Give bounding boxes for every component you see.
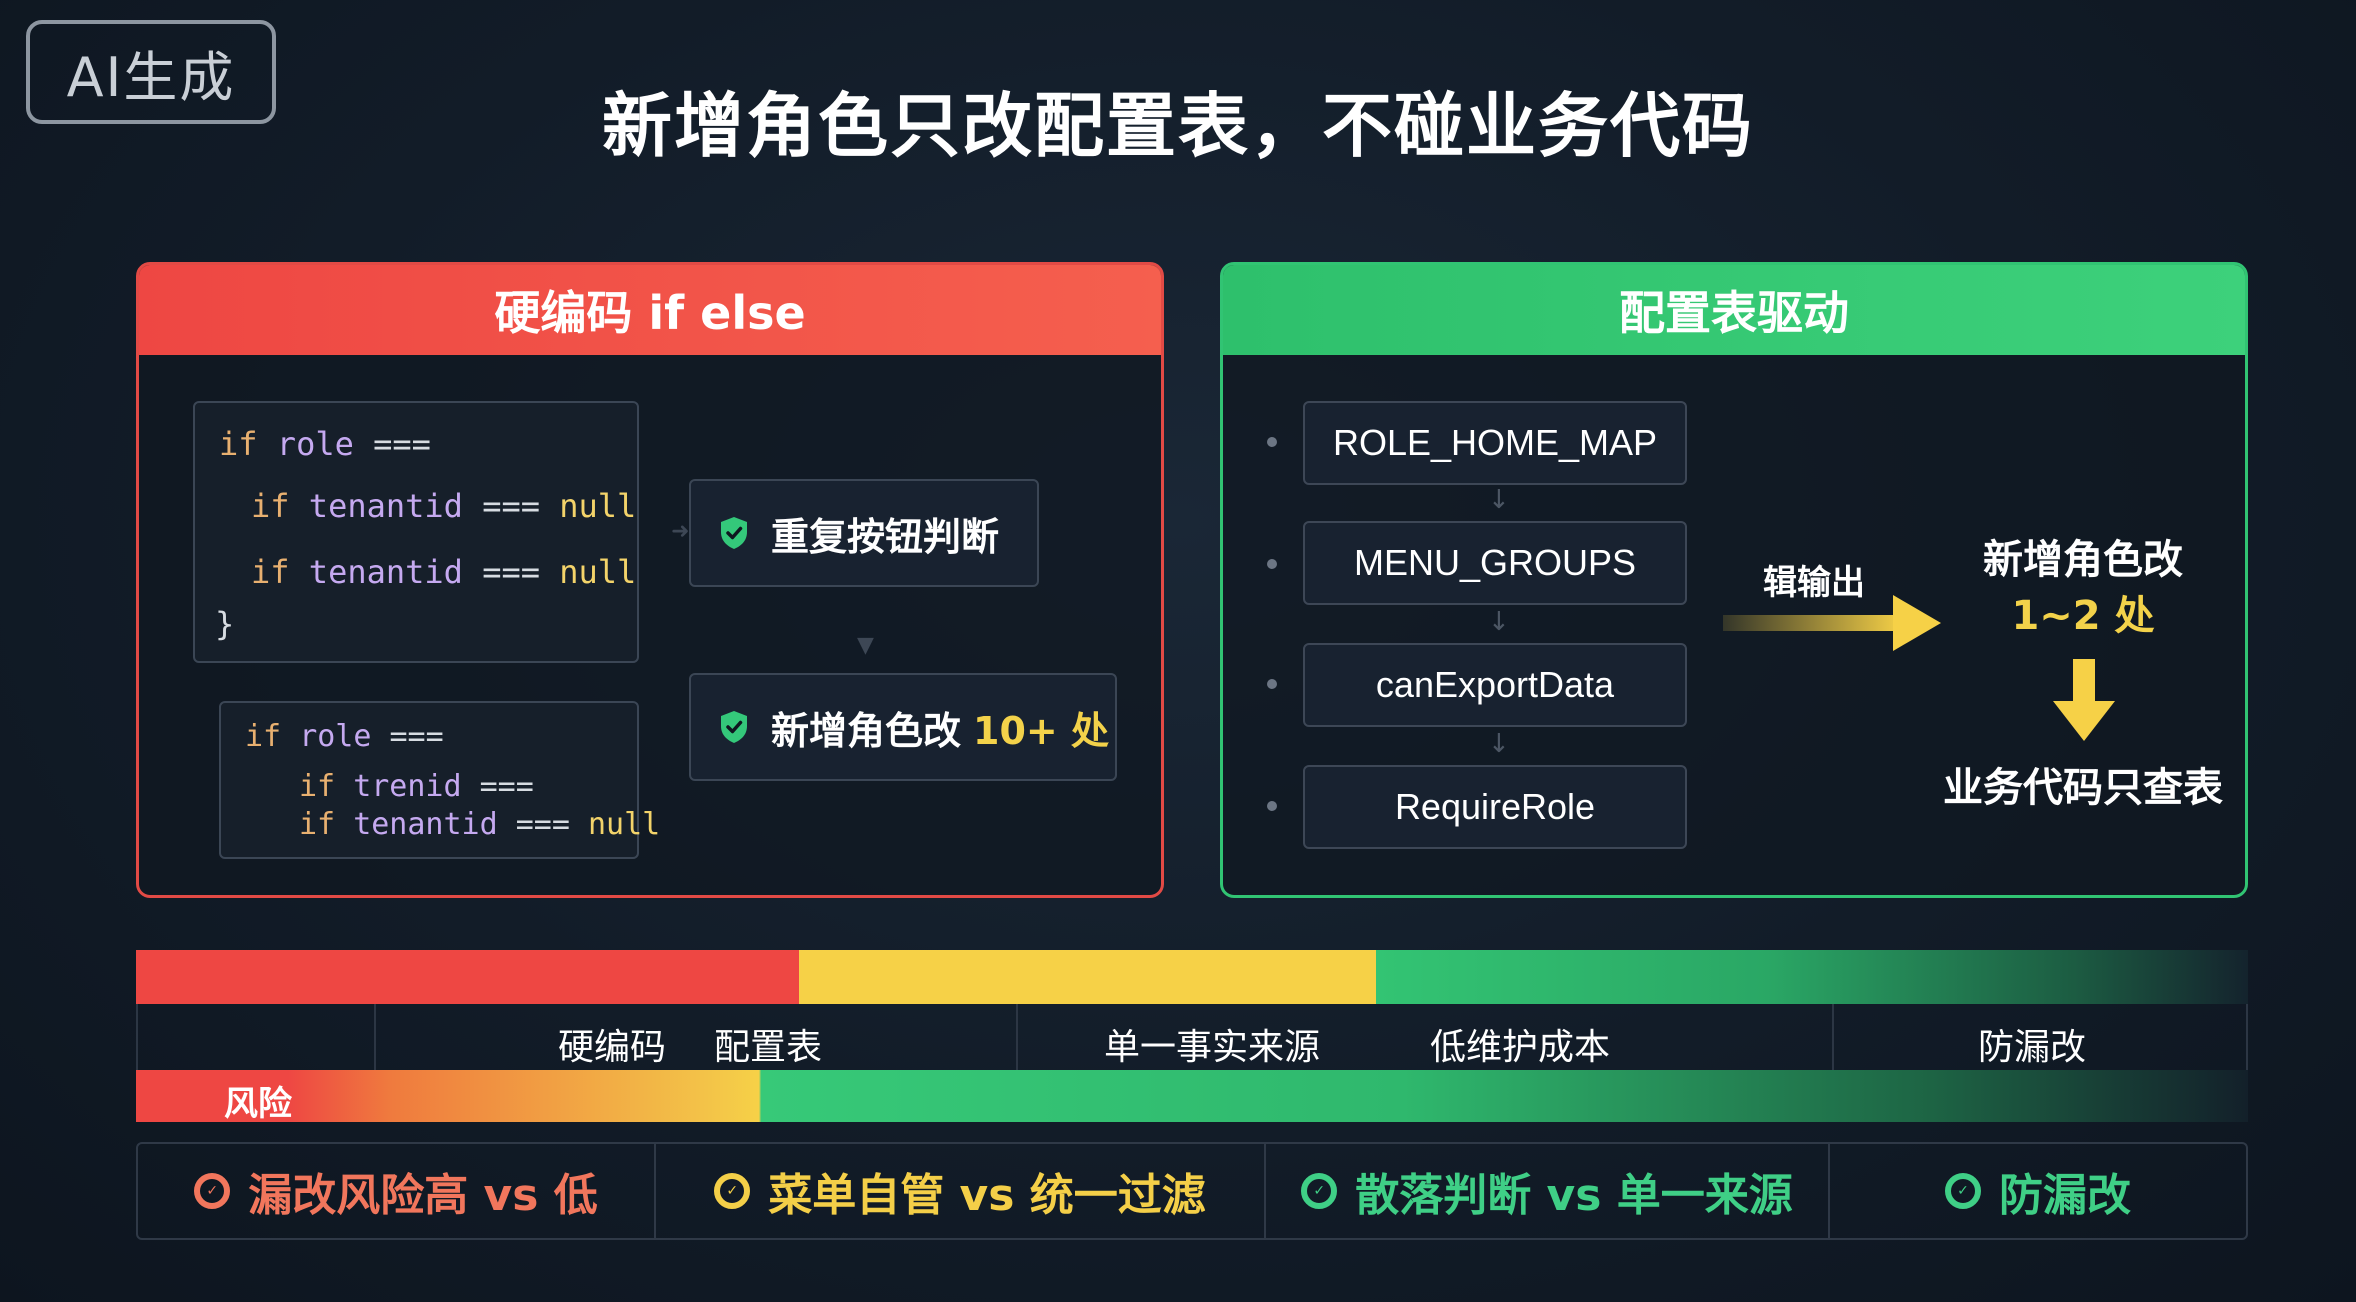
bullet-dot <box>1267 437 1277 447</box>
result-line-2: 1~2 处 <box>2011 593 2155 639</box>
code-snippet-1: if role === if tenantid === null if tena… <box>193 401 639 663</box>
code-line: if role === <box>219 425 431 463</box>
config-box-require-role: RequireRole <box>1303 765 1687 849</box>
shield-check-icon <box>721 711 747 743</box>
down-arrow-icon: ↓ <box>1488 729 1510 759</box>
label-single-source: 单一事实来源 <box>1104 1027 1321 1068</box>
label-hardcode: 硬编码 <box>558 1027 667 1068</box>
footer-item-single-source: ✓ 散落判断 vs 单一来源 <box>1266 1144 1830 1238</box>
code-line: } <box>215 605 235 643</box>
down-arrow-icon: ↓ <box>1488 485 1510 515</box>
config-box-can-export-data: canExportData <box>1303 643 1687 727</box>
target-icon: ✓ <box>1301 1173 1338 1209</box>
footer-comparison: ✓ 漏改风险高 vs 低 ✓ 菜单自管 vs 统一过滤 ✓ 散落判断 vs 单一… <box>136 1142 2248 1240</box>
down-arrow-yellow-icon <box>2053 659 2115 741</box>
code-snippet-2: if role === if trenid === if tenantid ==… <box>219 701 660 859</box>
code-line: if tenantid === null <box>251 553 637 591</box>
config-box-menu-groups: MENU_GROUPS <box>1303 521 1687 605</box>
ai-generated-badge: AI生成 <box>26 20 276 124</box>
check-item-label: 新增角色改 <box>771 708 962 753</box>
risk-label: 风险 <box>224 1084 292 1124</box>
check-item-duplicate-button-logic: 重复按钮判断 <box>689 479 1039 587</box>
label-config-table: 配置表 <box>714 1027 823 1068</box>
right-arrow-icon <box>1723 595 1941 651</box>
target-icon: ✓ <box>714 1173 751 1209</box>
risk-bar: 风险 <box>136 1070 2248 1124</box>
result-line-1: 新增角色改 <box>1983 537 2183 583</box>
label-low-maintenance: 低维护成本 <box>1430 1027 1611 1068</box>
down-arrow-icon: ↓ <box>1488 607 1510 637</box>
comparison-color-bar <box>136 950 2248 1004</box>
footer-item-miss-risk: ✓ 漏改风险高 vs 低 <box>138 1144 656 1238</box>
footer-item-label: 漏改风险高 vs 低 <box>248 1170 598 1221</box>
target-icon: ✓ <box>194 1173 231 1209</box>
change-count-highlight: 10+ 处 <box>973 708 1109 753</box>
config-panel-header: 配置表驱动 <box>1223 265 2245 355</box>
page-title: 新增角色只改配置表，不碰业务代码 <box>602 85 1754 167</box>
bullet-dot <box>1267 559 1277 569</box>
bullet-dot <box>1267 679 1277 689</box>
comparison-labels-row: 硬编码 配置表 单一事实来源 低维护成本 防漏改 <box>136 1004 2248 1070</box>
label-prevent-miss: 防漏改 <box>1978 1027 2087 1068</box>
footer-item-label: 菜单自管 vs 统一过滤 <box>768 1170 1206 1221</box>
code-line: if trenid === <box>299 769 534 804</box>
config-panel: 配置表驱动 ROLE_HOME_MAP ↓ MENU_GROUPS ↓ canE… <box>1220 262 2248 898</box>
bullet-dot <box>1267 801 1277 811</box>
code-line: if role === <box>245 719 444 754</box>
footer-item-menu-filter: ✓ 菜单自管 vs 统一过滤 <box>656 1144 1266 1238</box>
hardcode-panel: 硬编码 if else if role === if tenantid === … <box>136 262 1164 898</box>
hardcode-panel-header: 硬编码 if else <box>139 265 1161 355</box>
footer-item-prevent-miss: ✓ 防漏改 <box>1830 1144 2246 1238</box>
config-box-role-home-map: ROLE_HOME_MAP <box>1303 401 1687 485</box>
flow-arrow-icon: ➜ <box>671 519 690 544</box>
result-line-3: 业务代码只查表 <box>1943 765 2223 811</box>
target-icon: ✓ <box>1945 1173 1981 1209</box>
check-item-change-count: 新增角色改 10+ 处 <box>689 673 1117 781</box>
footer-item-label: 散落判断 vs 单一来源 <box>1355 1170 1793 1221</box>
arrow-label: 辑输出 <box>1763 563 1865 603</box>
footer-item-label: 防漏改 <box>1999 1170 2131 1221</box>
code-line: if tenantid === null <box>299 807 661 842</box>
code-line: if tenantid === null <box>251 487 637 525</box>
flow-arrow-down-icon: ▼ <box>857 633 874 658</box>
shield-check-icon <box>721 517 747 549</box>
check-item-label: 重复按钮判断 <box>771 514 1000 559</box>
